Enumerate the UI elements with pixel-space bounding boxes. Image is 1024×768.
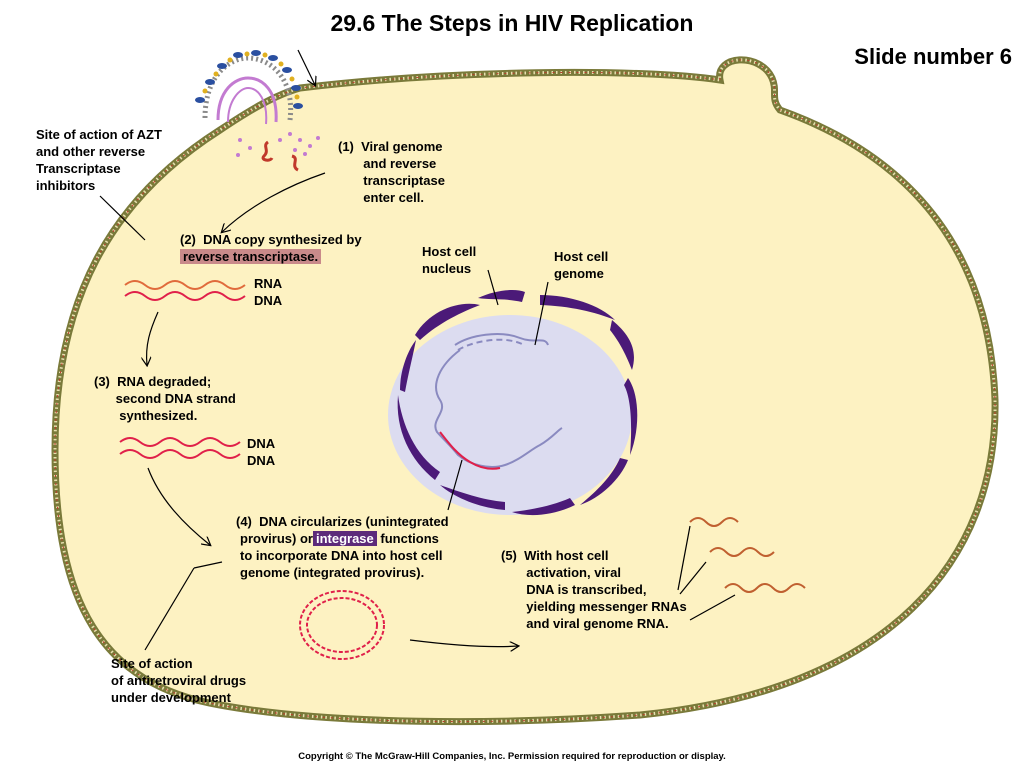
- label-antiretroviral-site: Site of action of antiretroviral drugs u…: [111, 656, 247, 705]
- hiv-virion: [195, 50, 320, 172]
- page-title: 29.6 The Steps in HIV Replication: [330, 10, 694, 36]
- label-step-3: (3) RNA degraded; second DNA strand synt…: [94, 374, 236, 423]
- step-4-provirus-text: provirus) or: [240, 531, 313, 546]
- label-step-2-highlight: reverse transcriptase.: [180, 248, 322, 265]
- slide-number: Slide number 6: [854, 44, 1012, 69]
- copyright-notice: Copyright © The McGraw-Hill Companies, I…: [298, 751, 726, 762]
- label-step-1: (1) Viral genome and reverse transcripta…: [338, 139, 445, 205]
- label-dna-1: DNA: [254, 293, 283, 308]
- label-step-5: (5) With host cell activation, viral DNA…: [501, 548, 687, 631]
- label-step-4-line1: (4) DNA circularizes (unintegrated: [236, 514, 449, 529]
- label-nucleus: Host cell nucleus: [422, 244, 477, 276]
- integrase-highlight: integrase: [312, 531, 377, 546]
- reverse-transcriptase-highlight: reverse transcriptase.: [180, 249, 322, 264]
- step-4-functions-text: functions: [376, 531, 439, 546]
- label-step-4-lines3-4: to incorporate DNA into host cell genome…: [240, 548, 443, 580]
- rna-dna-hybrid: [124, 280, 246, 301]
- label-genome: Host cell genome: [554, 249, 609, 281]
- messenger-rnas: [689, 517, 806, 593]
- label-dna-2: DNA: [247, 436, 276, 451]
- host-cell-nucleus: [388, 290, 638, 516]
- label-dna-3: DNA: [247, 453, 276, 468]
- label-rna-1: RNA: [254, 276, 283, 291]
- arrows: [99, 49, 736, 650]
- label-step-2: (2) DNA copy synthesized by: [180, 232, 362, 247]
- label-azt-site: Site of action of AZT and other reverse …: [36, 127, 162, 193]
- double-stranded-dna: [119, 437, 241, 459]
- circular-provirus: [299, 590, 385, 660]
